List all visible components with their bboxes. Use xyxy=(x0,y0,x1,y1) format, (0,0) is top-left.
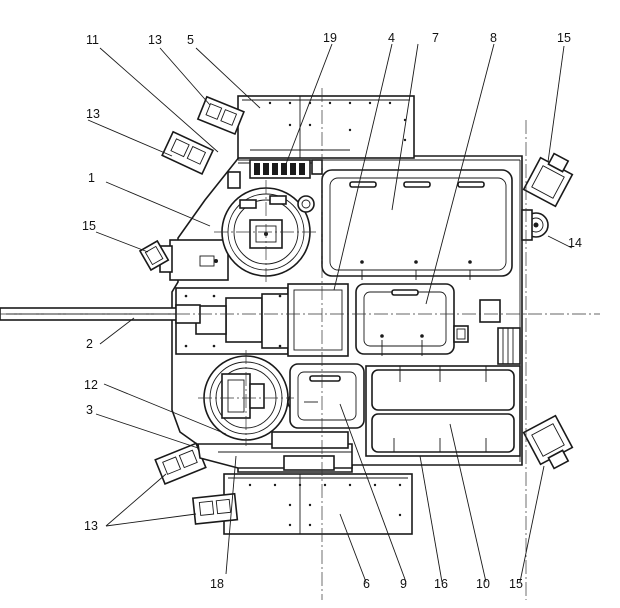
rear-fitting-14 xyxy=(521,209,549,241)
callout-12: 12 xyxy=(84,378,98,392)
callout-8: 8 xyxy=(490,31,497,45)
callout-4: 4 xyxy=(388,31,395,45)
callout-15-top: 15 xyxy=(557,31,571,45)
callout-15-bottom: 15 xyxy=(509,577,523,591)
periscope-rear-bottom xyxy=(522,414,574,470)
smoke-launcher-top-1 xyxy=(196,95,245,136)
callout-16: 16 xyxy=(434,577,448,591)
smoke-launcher-bottom-2 xyxy=(191,492,239,525)
stowage-box-bottom xyxy=(223,473,413,535)
callout-19: 19 xyxy=(323,31,337,45)
loader-hatch xyxy=(289,363,365,429)
callout-13-top-a: 13 xyxy=(148,33,162,47)
callout-13-bottom: 13 xyxy=(84,519,98,533)
rear-engine-deck xyxy=(365,365,521,457)
callout-18: 18 xyxy=(210,577,224,591)
callout-7: 7 xyxy=(432,31,439,45)
callout-15-left: 15 xyxy=(82,219,96,233)
small-hatch-top-right xyxy=(355,283,455,356)
periscope-rear-top xyxy=(522,152,574,208)
rear-bracket xyxy=(479,299,521,365)
callout-10: 10 xyxy=(476,577,490,591)
callout-11: 11 xyxy=(86,33,99,47)
gun-mantlet xyxy=(175,283,349,357)
leader-lines xyxy=(87,43,573,583)
smoke-launcher-top-2 xyxy=(161,130,215,176)
callout-13-top-b: 13 xyxy=(86,107,100,121)
callout-14: 14 xyxy=(568,236,582,250)
stowage-box-top xyxy=(237,95,415,159)
callout-6: 6 xyxy=(363,577,370,591)
callout-2: 2 xyxy=(86,337,93,351)
callout-9: 9 xyxy=(400,577,407,591)
engine-access-panel xyxy=(321,169,513,280)
lower-side-plates xyxy=(197,431,353,471)
periscope-left xyxy=(138,239,170,272)
vent-grill xyxy=(249,159,311,179)
callout-3: 3 xyxy=(86,403,93,417)
callout-1: 1 xyxy=(88,171,95,185)
callout-5: 5 xyxy=(187,33,194,47)
left-side-block xyxy=(159,239,229,281)
